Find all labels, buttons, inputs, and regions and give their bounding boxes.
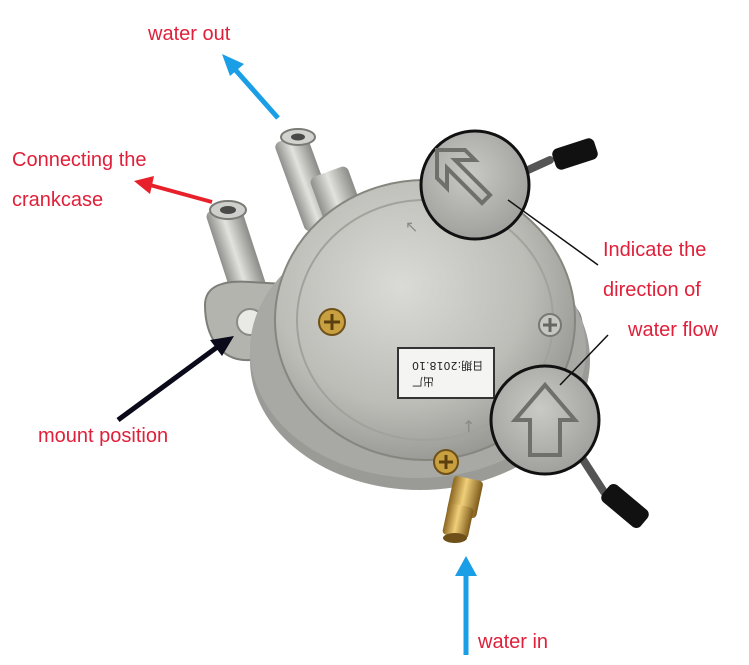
svg-text:↑: ↑ [462,417,475,436]
screw-bottom [433,449,459,475]
screw-right [538,313,562,337]
nameplate: 出厂 日期:2018.10 [397,347,495,399]
crankcase-pipe [206,200,266,297]
callout-line-top [507,199,599,266]
magnifier-bottom [489,364,649,529]
water-out-arrow [222,54,280,120]
water-in-label: water in [478,631,549,653]
magnifier-top [419,129,598,241]
mount-position-label: mount position [38,425,169,447]
callout-line-bottom [559,334,609,386]
flow-arrow-up-icon [510,381,580,457]
mount-arrow [116,336,234,423]
water-out-label: water out [148,23,231,45]
crankcase-label-line2: crankcase [12,189,104,211]
water-in-nozzle [442,476,483,543]
crankcase-label-line1: Connecting the [12,149,147,171]
crankcase-arrow [134,176,213,204]
flow-direction-label-line3: water flow [628,319,719,341]
flow-direction-label-line1: Indicate the [603,239,707,261]
flow-arrow-icon [435,148,493,206]
pump-body: ↖ ↑ 出厂 日期:2018.10 [203,128,590,543]
flow-direction-label-line2: direction of [603,279,701,301]
screw-left [318,308,346,336]
nameplate-line2: 日期:2018.10 [412,359,483,372]
svg-text:↖: ↖ [405,217,418,236]
nameplate-line1: 出厂 [412,375,434,389]
water-in-arrow [455,556,477,655]
